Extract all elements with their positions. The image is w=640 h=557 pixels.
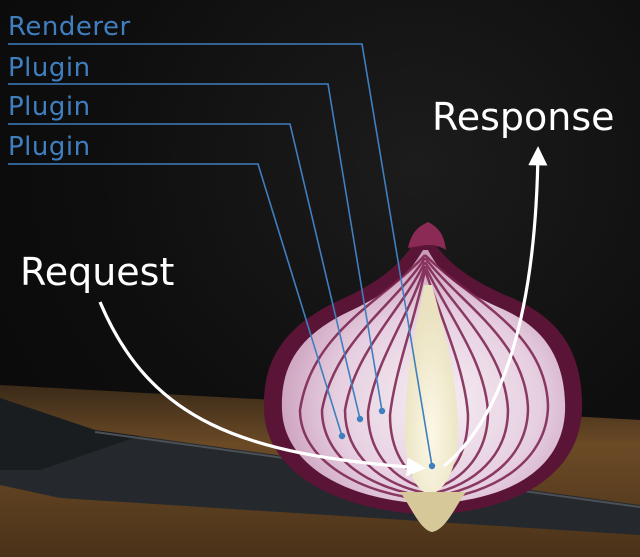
onion <box>263 222 583 532</box>
response-label: Response <box>432 95 615 139</box>
renderer-label: Renderer <box>8 12 131 42</box>
plugin-1-pointer-line <box>8 83 383 412</box>
renderer-pointer-line <box>8 43 433 467</box>
request-arrow <box>98 301 426 477</box>
onion-core <box>405 285 458 495</box>
layer-pointers <box>8 43 433 467</box>
request-label: Request <box>20 250 175 294</box>
onion-tip <box>408 222 446 250</box>
plugin-label-1: Plugin <box>8 53 91 83</box>
plugin-2-dot <box>356 415 364 423</box>
plugin-2-pointer-line <box>8 123 361 420</box>
plugin-3-pointer-line <box>8 163 343 437</box>
plugin-1-dot <box>378 407 386 415</box>
layer-pointer-dots <box>338 407 436 470</box>
plugin-3-dot <box>338 432 346 440</box>
renderer-dot <box>428 462 436 470</box>
response-arrow <box>442 146 548 468</box>
plugin-label-2: Plugin <box>8 92 91 122</box>
onion-root <box>400 492 466 532</box>
plugin-label-3: Plugin <box>8 132 91 162</box>
